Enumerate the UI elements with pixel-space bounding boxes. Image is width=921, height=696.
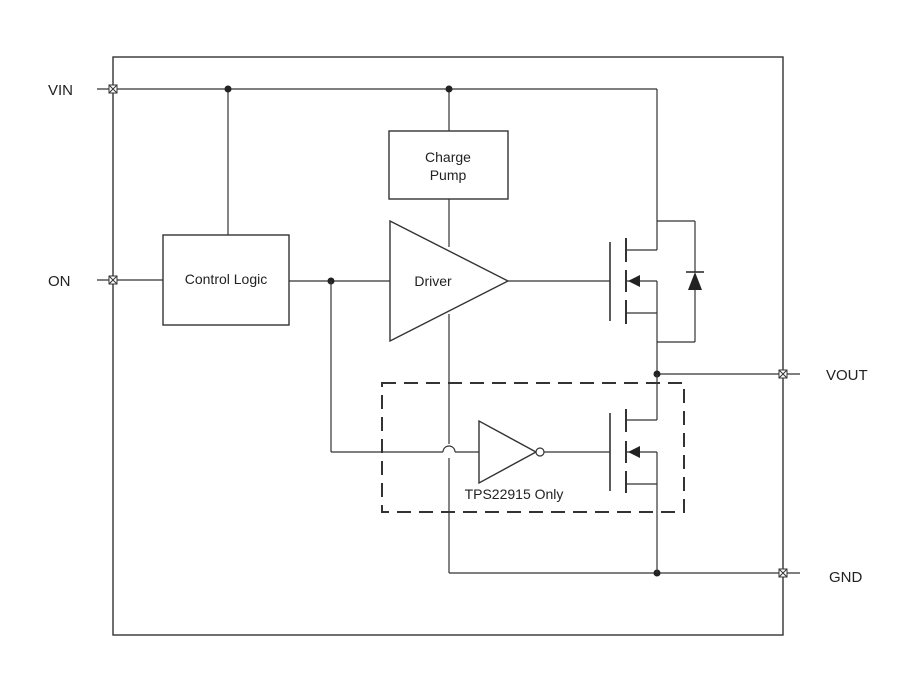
body-diode <box>657 220 704 343</box>
pin-label-vout: VOUT <box>826 367 868 384</box>
pin-label-gnd: GND <box>829 569 863 586</box>
package-outline <box>112 56 784 636</box>
junction-dot <box>224 85 232 93</box>
junction-dot <box>445 85 453 93</box>
charge-pump-label-1: Charge <box>425 149 471 165</box>
pin-vin <box>108 84 118 94</box>
pin-on <box>97 275 163 285</box>
pin-gnd <box>449 568 800 578</box>
discharge-fet <box>609 374 658 573</box>
tps22915-only-label: TPS22915 Only <box>465 486 564 502</box>
driver-amplifier: Driver <box>389 219 510 343</box>
charge-pump-label-2: Pump <box>430 167 467 183</box>
main-power-fet <box>609 238 658 374</box>
control-logic-label: Control Logic <box>185 271 268 287</box>
inverter <box>478 419 610 485</box>
vin-rail <box>97 85 658 250</box>
pin-vout <box>657 369 800 379</box>
driver-label: Driver <box>414 273 452 289</box>
tps22915-only-region: TPS22915 Only <box>381 382 685 513</box>
pin-label-vin: VIN <box>48 82 73 99</box>
control-logic-block: Control Logic <box>162 234 290 326</box>
charge-pump-block: Charge Pump <box>388 130 509 200</box>
pin-label-on: ON <box>48 273 71 290</box>
